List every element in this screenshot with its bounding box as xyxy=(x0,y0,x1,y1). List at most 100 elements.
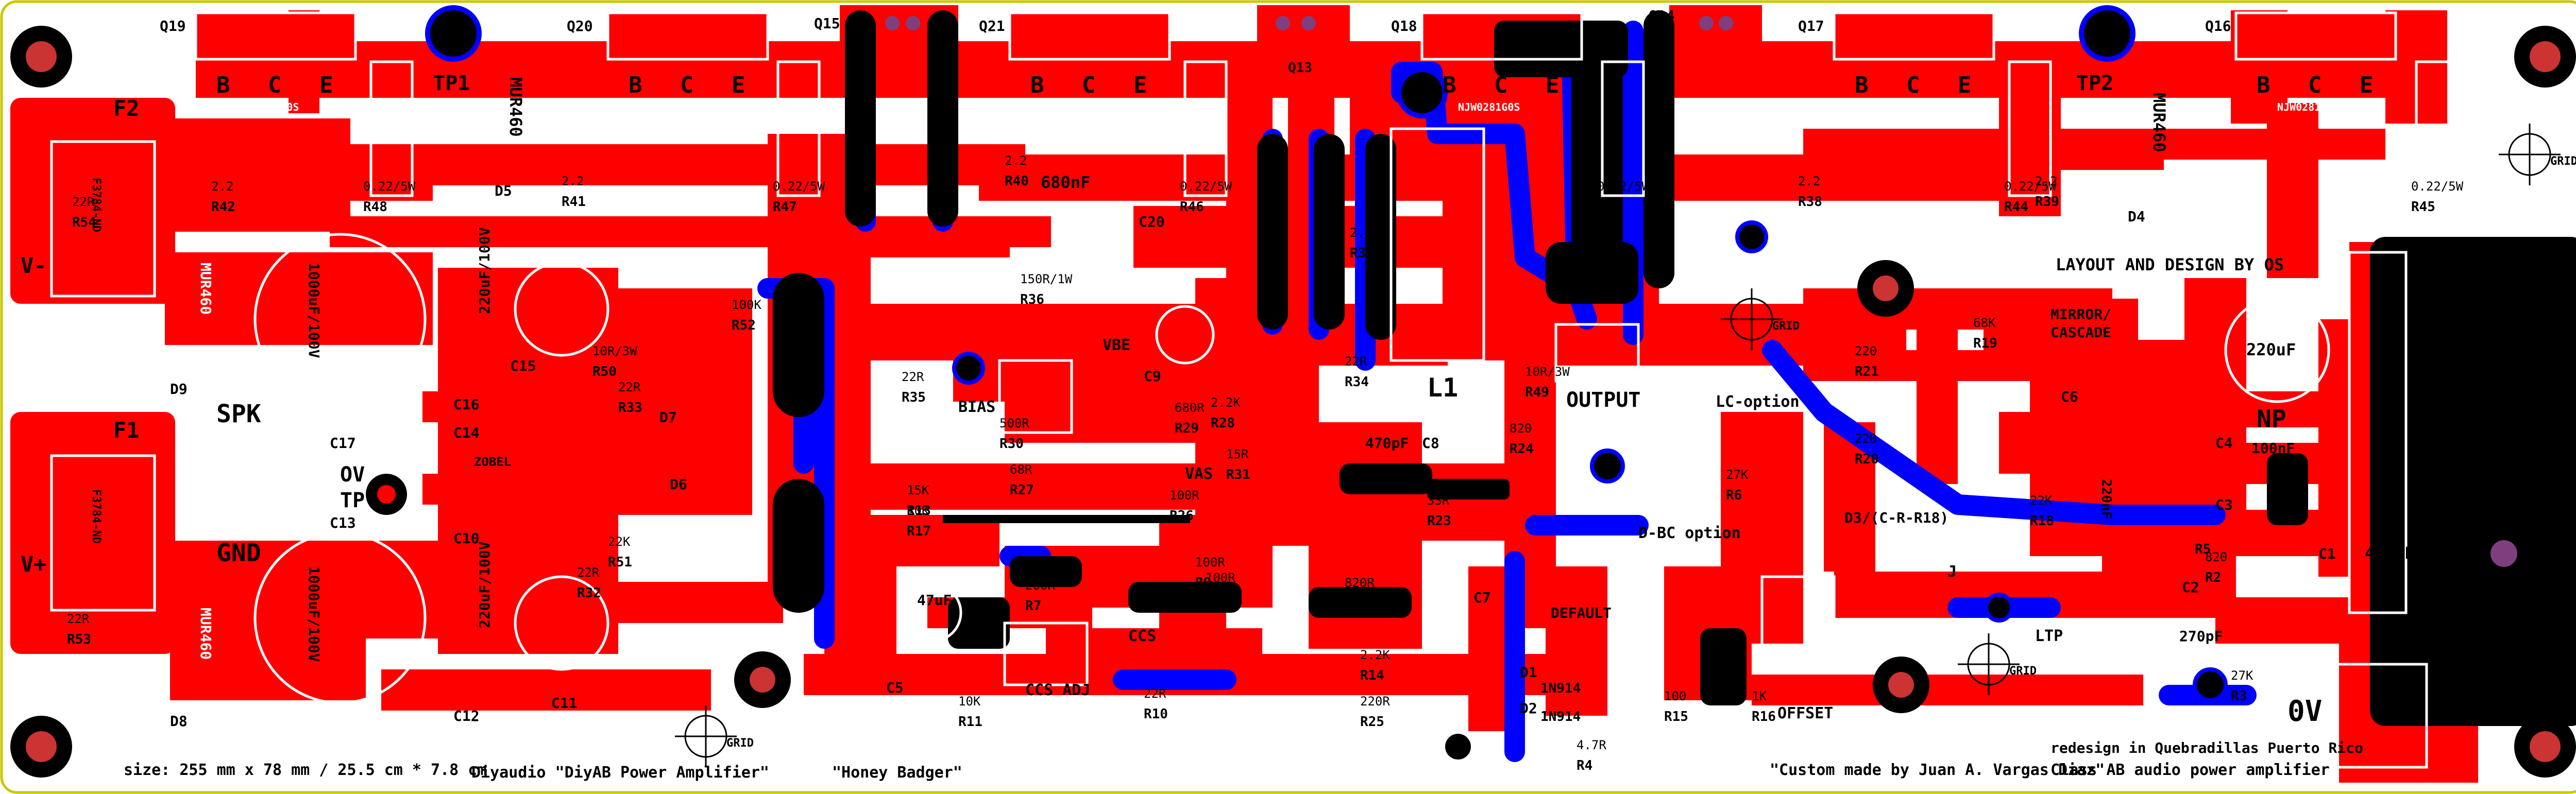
tp2-label: TP2 xyxy=(2076,72,2113,95)
resistor-ref-r54: R54 xyxy=(72,215,96,230)
q17-part: NJW0281G0S xyxy=(1875,101,1937,113)
d1-label: D1 xyxy=(1520,664,1537,681)
resistor-value-r21: 220 xyxy=(1855,344,1877,358)
resistor-value-r50: 10R/3W xyxy=(592,344,637,358)
resistor-value-r49: 10R/3W xyxy=(1525,365,1570,379)
c5-ref: C5 xyxy=(886,679,904,696)
resistor-value-r23: 33R xyxy=(1427,493,1450,508)
resistor-ref-r22: R22 xyxy=(1345,596,1369,611)
resistor-ref-r4: R4 xyxy=(1577,758,1592,773)
c17-value: 1000uF/100V xyxy=(306,263,323,358)
transistor-pin-label: C xyxy=(1082,72,1096,98)
lc-option-label: LC-option xyxy=(1716,393,1800,411)
resistor-value-r15: 100 xyxy=(1664,689,1686,703)
f2-part: F3784-ND xyxy=(90,178,103,232)
d7-ref: D7 xyxy=(659,409,677,426)
resistor-value-r1: 100K xyxy=(2391,627,2420,642)
c4-value: 100nF xyxy=(2251,440,2295,457)
resistor-value-r3: 27K xyxy=(2231,668,2253,683)
q19-label: Q19 xyxy=(160,18,186,34)
resistor-ref-r11: R11 xyxy=(958,714,982,730)
tp-label: TP xyxy=(340,489,365,512)
mounting-hole xyxy=(1857,260,1914,317)
title-left-label: Diyaudio "DiyAB Power Amplifier" xyxy=(471,764,769,782)
resistor-ref-r41: R41 xyxy=(562,194,586,210)
bias-label: BIAS xyxy=(958,398,995,416)
resistor-ref-r9: R9 xyxy=(1195,575,1211,591)
np-label: NP xyxy=(2257,405,2286,434)
c20-ref: C20 xyxy=(1139,213,1165,230)
transistor-pin-label: B xyxy=(1443,72,1456,98)
c16-ref: C16 xyxy=(453,396,480,413)
c2-value: 270pF xyxy=(2179,628,2223,645)
c1-ref: C1 xyxy=(2318,545,2336,562)
vias xyxy=(425,5,2521,760)
silkscreen-layer xyxy=(50,11,2459,769)
c8-value: 470pF xyxy=(1365,435,1409,452)
resistor-value-r45: 0.22/5W xyxy=(2411,179,2464,194)
resistor-ref-r8: R8 xyxy=(1206,591,1222,606)
resistor-ref-r19: R19 xyxy=(1973,336,1997,351)
pads-layer xyxy=(773,10,2576,726)
c5-value: 47uF xyxy=(917,592,952,609)
transistor-pin-label: C xyxy=(268,72,282,98)
resistor-value-r11: 10K xyxy=(958,694,981,709)
zobel-label: ZOBEL xyxy=(474,455,511,469)
q18-part: NJW0281G0S xyxy=(1458,101,1520,113)
year-label: YEAR: 2015 xyxy=(2432,638,2568,665)
q20-label: Q20 xyxy=(567,18,593,34)
transistor-pin-label: B xyxy=(629,72,642,98)
c14-ref: C14 xyxy=(453,424,480,441)
c6-value: 220nF xyxy=(2098,479,2114,519)
tp1-label: TP1 xyxy=(433,72,470,95)
resistor-ref-r17: R17 xyxy=(907,524,931,539)
resistor-value-r52: 100K xyxy=(732,298,761,312)
resistor-value-r38: 2.2 xyxy=(1798,174,1820,188)
honey-badger-label: "Honey Badger" xyxy=(832,764,962,782)
c1-value: 4.7uF xyxy=(2365,543,2414,563)
vbe-label: VBE xyxy=(1103,336,1130,354)
c11-value: 220uF/100V xyxy=(476,541,493,628)
c10-ref: C10 xyxy=(453,530,480,547)
resistor-ref-r50: R50 xyxy=(592,364,617,379)
resistor-value-r32: 22R xyxy=(577,565,600,580)
gnd-label: GND xyxy=(216,539,261,567)
d4-value: MUR460 xyxy=(2149,93,2169,152)
q14-label: Q14 xyxy=(1649,7,1675,24)
resistor-ref-r45: R45 xyxy=(2411,199,2435,215)
redesign-label: redesign in Quebradillas Puerto Rico xyxy=(2050,739,2363,756)
in-label: IN xyxy=(2483,695,2518,728)
d2-label: D2 xyxy=(1520,700,1537,717)
resistor-ref-r14: R14 xyxy=(1360,668,1384,683)
cascade-label: CASCADE xyxy=(2050,324,2111,341)
resistor-value-r48: 0.22/5W xyxy=(363,179,416,194)
resistor-value-r40: 2.2 xyxy=(1005,153,1027,168)
resistor-value-r6: 27K xyxy=(1726,468,1749,482)
grid-label: GRID xyxy=(2009,665,2037,678)
np-cap-value: 220uF xyxy=(2246,340,2296,359)
resistor-value-r44: 0.22/5W xyxy=(2004,179,2057,194)
resistor-value-r16: 1K xyxy=(1752,689,1767,703)
q16-label: Q16 xyxy=(2205,18,2231,34)
c12-ref: C12 xyxy=(453,707,480,724)
resistor-ref-r47: R47 xyxy=(773,199,797,215)
default-label: DEFAULT xyxy=(1551,605,1612,622)
f1-label: F1 xyxy=(113,418,140,443)
resistor-value-r30: 500R xyxy=(999,416,1029,430)
resistor-ref-r35: R35 xyxy=(902,390,926,405)
j-label: J xyxy=(1947,563,1957,581)
c3-ref: C3 xyxy=(2215,496,2233,513)
dbc-option-label: D-BC option xyxy=(1638,524,1741,542)
class-ab-label: Class AB audio power amplifier xyxy=(2050,761,2330,779)
c4-ref: C4 xyxy=(2215,435,2233,452)
grid-cross xyxy=(1721,288,1783,350)
grid-cross xyxy=(2499,124,2561,185)
resistor-value-r10: 22R xyxy=(1144,686,1166,701)
layout-by-label: LAYOUT AND DESIGN BY OS xyxy=(2056,255,2284,274)
resistor-ref-r36: R36 xyxy=(1020,292,1044,307)
resistor-value-r4: 4.7R xyxy=(1577,738,1606,752)
resistor-ref-r16: R16 xyxy=(1752,709,1776,724)
mounting-hole xyxy=(1873,657,1929,713)
vminus-label: V- xyxy=(21,253,47,278)
